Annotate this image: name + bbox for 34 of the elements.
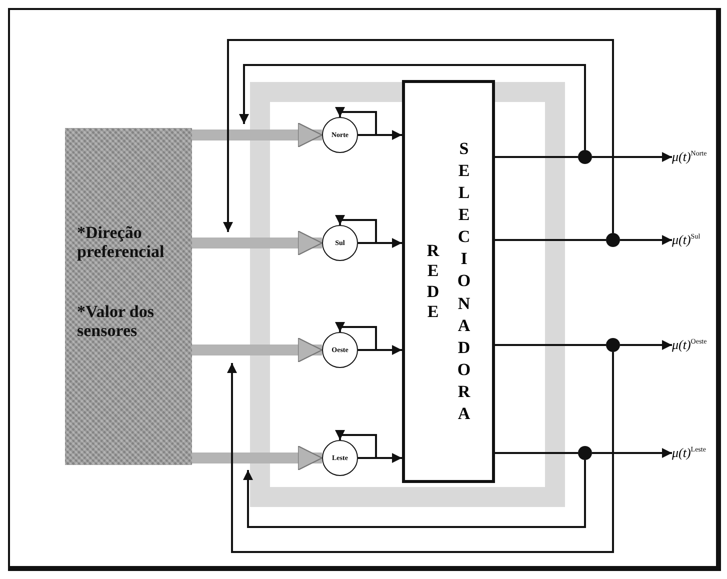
feedback-loop-arrow bbox=[335, 322, 377, 351]
input-arrow bbox=[192, 122, 323, 148]
output-label: μ(t)$^{Sul}$ bbox=[672, 230, 727, 250]
junction-dot bbox=[578, 446, 592, 460]
arrow bbox=[358, 453, 402, 463]
arrow bbox=[227, 352, 614, 553]
junction-dot bbox=[578, 150, 592, 164]
vertical-title: SELECIONADORA bbox=[456, 138, 472, 426]
junction-dot bbox=[606, 338, 620, 352]
feedback-loop-arrow bbox=[335, 430, 377, 459]
arrow bbox=[239, 64, 586, 150]
arrow bbox=[358, 345, 402, 355]
arrow bbox=[620, 235, 672, 245]
input-panel bbox=[65, 128, 192, 465]
arrow bbox=[243, 460, 586, 528]
input-arrow bbox=[192, 230, 323, 256]
output-label: μ(t)$^{Leste}$ bbox=[672, 443, 727, 463]
input-arrow bbox=[192, 445, 323, 471]
arrow bbox=[223, 39, 614, 233]
input-arrow bbox=[192, 337, 323, 363]
arrow bbox=[358, 238, 402, 248]
selector-network-box bbox=[402, 80, 495, 483]
output-label: μ(t)$^{Norte}$ bbox=[672, 147, 727, 167]
output-label: μ(t)$^{Oeste}$ bbox=[672, 335, 727, 355]
arrow bbox=[592, 152, 672, 162]
input-label: *Direção preferencial bbox=[77, 224, 166, 262]
input-label: *Valor dos sensores bbox=[77, 303, 155, 341]
arrow bbox=[592, 448, 672, 458]
vertical-title: REDE bbox=[426, 240, 440, 322]
junction-dot bbox=[606, 233, 620, 247]
arrow bbox=[620, 340, 672, 350]
arrow bbox=[358, 130, 402, 140]
feedback-loop-arrow bbox=[335, 215, 377, 244]
feedback-loop-arrow bbox=[335, 107, 377, 136]
